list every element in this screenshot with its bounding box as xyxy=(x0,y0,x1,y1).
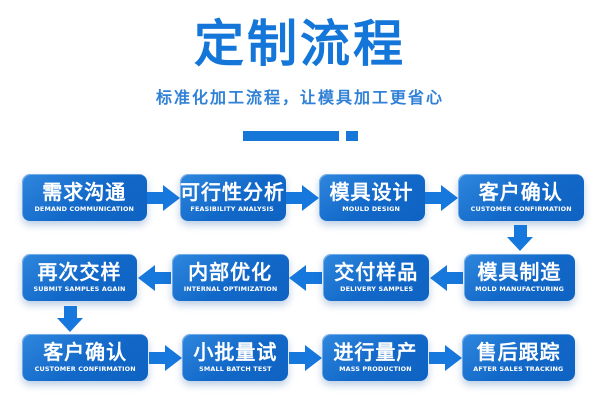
flow-step-title: 客户确认 xyxy=(478,179,563,204)
arrow-down-icon xyxy=(57,306,83,332)
flow-step-small-batch-test: 小批量试 SMALL BATCH TEST xyxy=(182,334,289,381)
arrow-left-icon xyxy=(289,264,323,291)
arrow-right-icon xyxy=(428,344,462,371)
flow-step-internal-optimization: 内部优化 INTERNAL OPTIMIZATION xyxy=(171,254,289,301)
flow-step-title: 售后跟踪 xyxy=(476,339,561,364)
arrow-right-icon xyxy=(148,344,182,371)
flow-step-title: 内部优化 xyxy=(188,259,273,284)
flow-step-title: 再次交样 xyxy=(37,259,122,284)
flow-step-customer-confirmation-2: 客户确认 CUSTOMER CONFIRMATION xyxy=(22,334,149,381)
flow-step-title: 可行性分析 xyxy=(180,179,286,204)
arrow-right-icon xyxy=(424,184,458,211)
flow-row-1: 需求沟通 DEMAND COMMUNICATION 可行性分析 FEASIBIL… xyxy=(22,174,584,221)
arrow-left-icon xyxy=(430,264,464,291)
arrow-right-icon xyxy=(146,184,180,211)
flow-step-demand-communication: 需求沟通 DEMAND COMMUNICATION xyxy=(22,174,147,221)
flow-step-title: 交付样品 xyxy=(334,259,419,284)
flow-row-3: 客户确认 CUSTOMER CONFIRMATION 小批量试 SMALL BA… xyxy=(22,334,575,381)
flow-step-caption: CUSTOMER CONFIRMATION xyxy=(470,204,572,212)
page-subtitle: 标准化加工流程，让模具加工更省心 xyxy=(155,88,444,107)
page-title: 定制流程 xyxy=(194,15,406,73)
flow-step-caption: CUSTOMER CONFIRMATION xyxy=(34,364,136,372)
flow-step-mass-production: 进行量产 MASS PRODUCTION xyxy=(322,334,429,381)
flow-step-mold-manufacturing: 模具制造 MOLD MANUFACTURING xyxy=(463,254,575,301)
flow-row-2: 再次交样 SUBMIT SAMPLES AGAIN 内部优化 INTERNAL … xyxy=(22,254,575,301)
flow-step-caption: FEASIBILITY ANALYSIS xyxy=(190,204,275,212)
flow-step-caption: MOLD MANUFACTURING xyxy=(474,284,564,292)
flow-step-delivery-samples: 交付样品 DELIVERY SAMPLES xyxy=(323,254,430,301)
flow-step-caption: MOULD DESIGN xyxy=(342,204,401,212)
flow-step-after-sales-tracking: 售后跟踪 AFTER SALES TRACKING xyxy=(462,334,575,381)
arrow-right-icon xyxy=(288,344,322,371)
flow-step-title: 客户确认 xyxy=(43,339,128,364)
flow-step-title: 小批量试 xyxy=(193,339,278,364)
flow-step-title: 模具设计 xyxy=(329,179,414,204)
flow-step-caption: INTERNAL OPTIMIZATION xyxy=(183,284,277,292)
arrow-down-icon xyxy=(507,225,533,251)
arrow-left-icon xyxy=(137,264,171,291)
flow-step-caption: DEMAND COMMUNICATION xyxy=(34,204,135,212)
arrow-right-icon xyxy=(285,184,319,211)
flow-step-title: 进行量产 xyxy=(333,339,418,364)
flow-step-caption: SUBMIT SAMPLES AGAIN xyxy=(33,284,126,292)
flow-step-title: 模具制造 xyxy=(477,259,562,284)
flow-step-feasibility-analysis: 可行性分析 FEASIBILITY ANALYSIS xyxy=(179,174,286,221)
flow-step-mould-design: 模具设计 MOULD DESIGN xyxy=(318,174,425,221)
title-underline xyxy=(0,131,600,141)
underline-dot-icon xyxy=(345,131,358,141)
flow-step-caption: MASS PRODUCTION xyxy=(338,364,412,372)
flow-step-title: 需求沟通 xyxy=(42,179,127,204)
flow-step-caption: DELIVERY SAMPLES xyxy=(339,284,413,292)
underline-bar-icon xyxy=(242,131,339,141)
flow-step-customer-confirmation-1: 客户确认 CUSTOMER CONFIRMATION xyxy=(457,174,584,221)
flow-step-caption: AFTER SALES TRACKING xyxy=(473,364,564,372)
flow-step-submit-samples-again: 再次交样 SUBMIT SAMPLES AGAIN xyxy=(22,254,138,301)
flow-step-caption: SMALL BATCH TEST xyxy=(199,364,272,372)
